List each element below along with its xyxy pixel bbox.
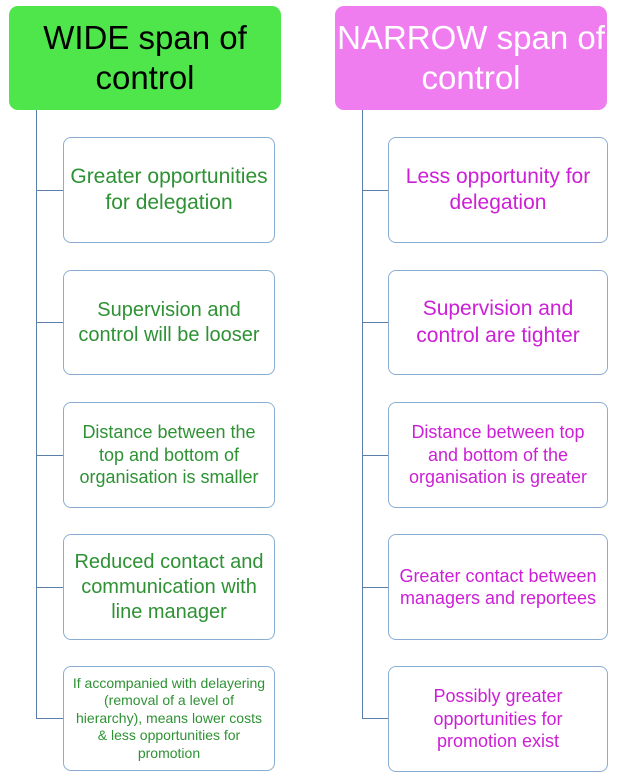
wide-connector-branch bbox=[36, 322, 63, 323]
wide-connector-branch bbox=[36, 455, 63, 456]
narrow-connector-branch bbox=[362, 718, 388, 719]
narrow-connector-branch bbox=[362, 322, 388, 323]
wide-span-header: WIDE span of control bbox=[9, 6, 281, 110]
narrow-connector-branch bbox=[362, 587, 388, 588]
wide-item-delegation: Greater opportunities for delegation bbox=[63, 137, 275, 243]
wide-item-distance: Distance between the top and bottom of o… bbox=[63, 402, 275, 508]
narrow-span-header: NARROW span of control bbox=[335, 6, 607, 110]
wide-span-title: WIDE span of control bbox=[43, 19, 247, 96]
wide-item-delayering: If accompanied with delayering (removal … bbox=[63, 666, 275, 771]
narrow-item-promotion: Possibly greater opportunities for promo… bbox=[388, 666, 608, 772]
narrow-item-supervision: Supervision and control are tighter bbox=[388, 270, 608, 375]
narrow-connector-branch bbox=[362, 455, 388, 456]
narrow-item-distance: Distance between top and bottom of the o… bbox=[388, 402, 608, 508]
wide-item-supervision: Supervision and control will be looser bbox=[63, 270, 275, 375]
wide-item-contact: Reduced contact and communication with l… bbox=[63, 534, 275, 640]
wide-connector-spine bbox=[36, 110, 37, 719]
narrow-connector-spine bbox=[362, 110, 363, 719]
narrow-item-delegation: Less opportunity for delegation bbox=[388, 137, 608, 243]
narrow-connector-branch bbox=[362, 190, 388, 191]
narrow-span-title: NARROW span of control bbox=[337, 19, 605, 96]
wide-connector-branch bbox=[36, 718, 63, 719]
wide-connector-branch bbox=[36, 587, 63, 588]
narrow-item-contact: Greater contact between managers and rep… bbox=[388, 534, 608, 640]
wide-connector-branch bbox=[36, 190, 63, 191]
